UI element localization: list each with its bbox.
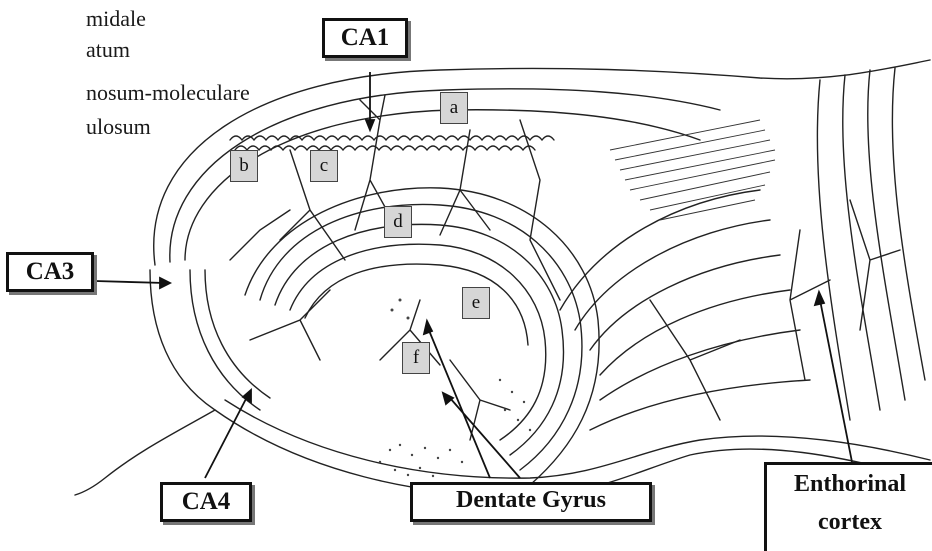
legend: midale atum nosum-moleculare ulosum: [0, 0, 250, 150]
ca3-pointer: [95, 281, 165, 283]
ca4-label: CA4: [160, 482, 252, 522]
enthorinal-cortex-label: Enthorinal cortex: [764, 462, 932, 551]
marker-e: e: [462, 287, 490, 319]
marker-a: a: [440, 92, 468, 124]
ca1-pyramidal-layer: [230, 136, 554, 140]
marker-f: f: [402, 342, 430, 374]
enthorinal-pointer: [820, 300, 852, 462]
dense-fiber-region: [610, 120, 775, 220]
outer-contour-lower: [75, 270, 215, 495]
legend-line-1: midale: [86, 6, 146, 32]
legend-line-2: atum: [86, 37, 130, 63]
marker-b: b: [230, 150, 258, 182]
outer-contour: [154, 60, 930, 265]
legend-line-4: ulosum: [86, 114, 151, 140]
dentate-gyrus-label: Dentate Gyrus: [410, 482, 652, 522]
ca3-label: CA3: [6, 252, 94, 292]
dentate-pointer-1: [428, 328, 490, 478]
legend-line-3: nosum-moleculare: [86, 80, 250, 106]
ca1-label: CA1: [322, 18, 408, 58]
marker-d: d: [384, 206, 412, 238]
enthorinal-cortex-line1: Enthorinal: [767, 465, 932, 503]
granule-stipple: [379, 299, 531, 478]
marker-c: c: [310, 150, 338, 182]
enthorinal-cortex-line2: cortex: [767, 503, 932, 541]
